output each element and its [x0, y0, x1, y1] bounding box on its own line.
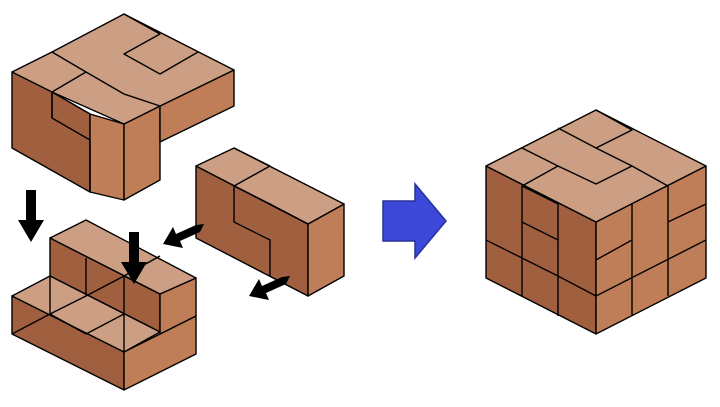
piece-right-seam [233, 147, 309, 276]
arrow-down-left-icon [249, 276, 290, 300]
piece-right [195, 147, 345, 297]
arrow-down-left [18, 190, 44, 242]
piece-top-left-seam-front [51, 92, 91, 192]
piece-bottom-left-right-face-low [123, 315, 197, 391]
cube-top-seams [521, 109, 669, 187]
cube-right-seams [595, 186, 707, 316]
arrow-down-left-icon [163, 224, 204, 248]
arrow-down-center [121, 232, 147, 284]
piece-bottom-left [11, 219, 197, 391]
piece-top-left-seam [51, 13, 199, 107]
piece-bottom-left-top-mid [49, 219, 197, 295]
piece-top-left-top-face [11, 13, 235, 125]
arrow-right-icon [382, 181, 447, 261]
arrow-into-slot-lower [249, 276, 290, 300]
arrow-down-icon [18, 190, 44, 242]
assembled-cube [485, 109, 707, 335]
piece-bottom-left-seam [11, 255, 161, 352]
arrow-down-icon [121, 232, 147, 284]
piece-top-left [11, 13, 235, 201]
cube-left-seams [485, 185, 597, 316]
arrow-result [382, 181, 447, 261]
arrow-into-slot-upper [163, 224, 204, 248]
piece-top-left-right-face-a [89, 113, 125, 201]
